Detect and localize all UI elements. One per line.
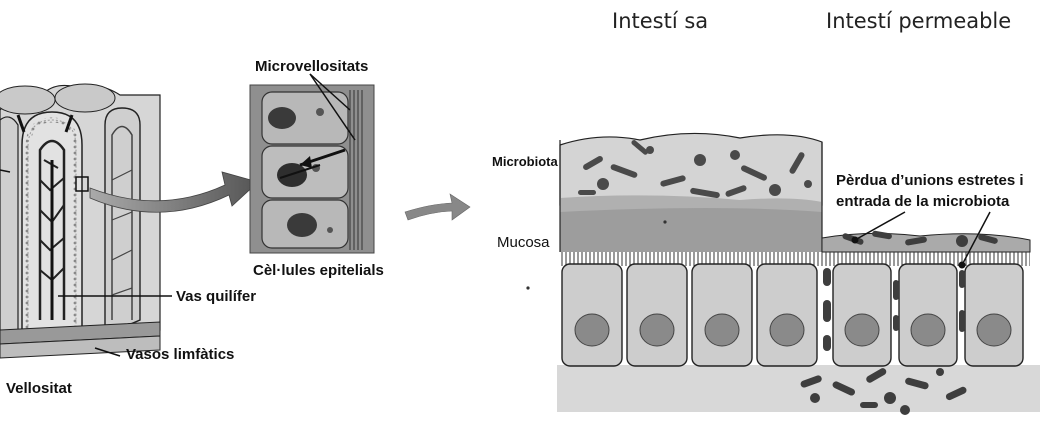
- label-tight-junction-loss: Pèrdua d’unions estretes i entrada de la…: [836, 170, 1064, 212]
- transition-arrow: [405, 194, 470, 220]
- label-microbiota: Microbiota: [492, 154, 558, 169]
- label-lacteal: Vas quilífer: [176, 288, 256, 305]
- label-lymphatic-vessels: Vasos limfàtics: [126, 346, 234, 363]
- villus-illustration: [0, 84, 172, 358]
- title-leaky-gut: Intestí permeable: [826, 9, 1011, 33]
- label-microvilli: Microvellositats: [255, 58, 368, 75]
- label-epithelial-cells: Cèl·lules epitelials: [253, 262, 384, 279]
- label-villus: Vellositat: [6, 380, 72, 397]
- label-mucosa: Mucosa: [497, 234, 550, 251]
- epithelial-cell-inset: [250, 74, 374, 253]
- title-healthy-gut: Intestí sa: [612, 9, 708, 33]
